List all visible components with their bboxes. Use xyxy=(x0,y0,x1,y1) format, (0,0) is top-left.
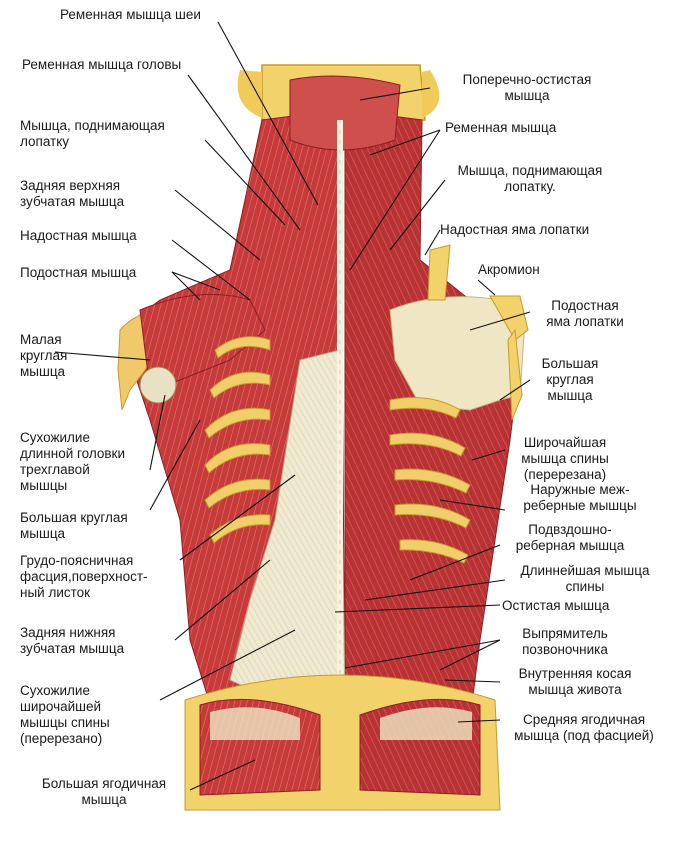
label-gluteus-maximus: Большая ягодичная мышца xyxy=(41,776,167,807)
left-shoulder xyxy=(117,293,266,411)
label-spinalis: Остистая мышца xyxy=(502,598,610,613)
label-infraspinous-fossa: Подостная яма лопатки xyxy=(546,298,624,329)
label-teres-major-right: Большая круглая мышца xyxy=(541,356,599,403)
leader-lines xyxy=(54,21,531,791)
label-iliocostalis: Подвздошно- реберная мышца xyxy=(515,522,625,553)
label-external-intercostals: Наружные меж- реберные мышцы xyxy=(523,482,637,513)
label-latissimus-tendon: Сухожилие широчайшей мышцы спины (перере… xyxy=(20,683,110,746)
label-thoracolumbar-fascia: Грудо-поясничная фасция,поверхност- ный … xyxy=(20,553,148,600)
right-ribs xyxy=(389,397,471,564)
label-teres-minor: Малая круглая мышца xyxy=(20,332,68,379)
label-transversospinalis: Поперечно-остистая мышца xyxy=(462,72,592,103)
label-internal-oblique: Внутренняя косая мышца живота xyxy=(518,666,632,697)
label-splenius: Ременная мышца xyxy=(445,120,557,135)
label-triceps-long-head-tendon: Сухожилие длинной головки трехглавой мыш… xyxy=(20,430,126,493)
label-levator-scapulae-right: Мышца, поднимающая лопатку. xyxy=(457,163,603,194)
label-erector-spinae: Выпрямитель позвоночника xyxy=(522,626,608,657)
label-gluteus-medius: Средняя ягодичная мышца (под фасцией) xyxy=(514,712,654,743)
label-infraspinatus: Подостная мышца xyxy=(20,265,137,280)
label-levator-scapulae-left: Мышца, поднимающая лопатку xyxy=(20,118,165,149)
label-supraspinous-fossa: Надостная яма лопатки xyxy=(440,222,590,237)
label-serratus-posterior-inferior: Задняя нижняя зубчатая мышца xyxy=(20,625,125,656)
label-supraspinatus: Надостная мышца xyxy=(20,228,137,243)
label-neck-splenius: Ременная мышца шеи xyxy=(60,7,201,22)
pelvis xyxy=(184,674,501,811)
left-ribs xyxy=(204,336,271,544)
label-head-splenius: Ременная мышца головы xyxy=(22,57,182,72)
label-teres-major-left: Большая круглая мышца xyxy=(20,510,128,541)
label-serratus-posterior-superior: Задняя верхняя зубчатая мышца xyxy=(20,178,125,209)
label-longissimus: Длиннейшая мышца спины xyxy=(520,563,650,594)
label-latissimus-cut: Широчайшая мышца спины (перерезана) xyxy=(521,435,609,482)
right-scapula xyxy=(389,244,529,421)
label-acromion: Акромион xyxy=(478,262,540,277)
